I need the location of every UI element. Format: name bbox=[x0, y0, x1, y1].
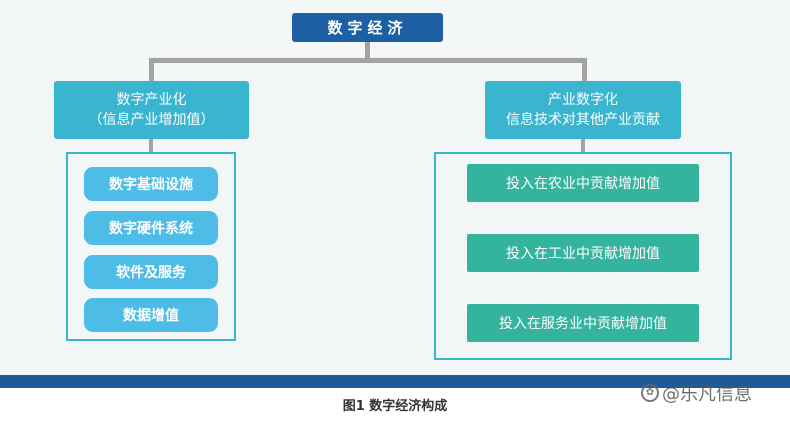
connector-left-drop bbox=[149, 58, 154, 81]
connector-root-stem bbox=[365, 42, 370, 60]
item-label: 投入在工业中贡献增加值 bbox=[506, 246, 660, 262]
watermark-text: @乐凡信息 bbox=[662, 384, 752, 405]
figure-caption: 图1 数字经济构成 bbox=[342, 399, 448, 414]
item-label: 数字基础设施 bbox=[109, 177, 193, 193]
right-item-industry: 投入在工业中贡献增加值 bbox=[467, 234, 699, 272]
left-item-digital-hardware: 数字硬件系统 bbox=[84, 211, 218, 245]
watermark: ✿ @乐凡信息 bbox=[641, 381, 752, 405]
footer-bar bbox=[0, 375, 790, 388]
left-item-data-value-add: 数据增值 bbox=[84, 298, 218, 332]
item-label: 数字硬件系统 bbox=[109, 221, 193, 237]
branch-title-line: 数字产业化 bbox=[116, 92, 187, 108]
left-item-digital-infrastructure: 数字基础设施 bbox=[84, 167, 218, 201]
connector-horizontal bbox=[149, 58, 587, 63]
branch-subtitle-line: 信息技术对其他产业贡献 bbox=[506, 112, 660, 128]
root-label: 数字经济 bbox=[327, 19, 408, 37]
item-label: 投入在服务业中贡献增加值 bbox=[499, 316, 667, 332]
item-label: 软件及服务 bbox=[116, 265, 186, 281]
root-node: 数字经济 bbox=[292, 13, 443, 42]
connector-right-drop bbox=[582, 58, 587, 81]
item-label: 数据增值 bbox=[123, 308, 179, 324]
item-label: 投入在农业中贡献增加值 bbox=[506, 176, 660, 192]
paw-icon: ✿ bbox=[641, 384, 659, 402]
branch-title-line: 产业数字化 bbox=[548, 92, 618, 108]
branch-digital-industrialization: 数字产业化 （信息产业增加值） bbox=[54, 81, 249, 139]
connector-right-group bbox=[581, 139, 585, 152]
branch-subtitle-line: （信息产业增加值） bbox=[88, 112, 215, 128]
connector-left-group bbox=[149, 139, 153, 152]
right-item-services: 投入在服务业中贡献增加值 bbox=[467, 304, 699, 342]
branch-industrial-digitization: 产业数字化 信息技术对其他产业贡献 bbox=[485, 81, 681, 139]
right-item-agriculture: 投入在农业中贡献增加值 bbox=[467, 164, 699, 202]
left-item-software-services: 软件及服务 bbox=[84, 255, 218, 289]
